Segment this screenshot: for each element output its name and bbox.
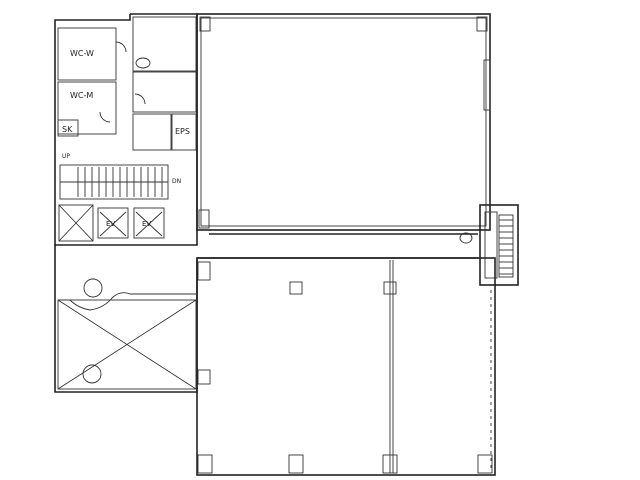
room-wc-m (57, 81, 117, 135)
shaft-1 (58, 204, 94, 242)
upper-office (196, 13, 491, 231)
label-up: UP (62, 153, 70, 160)
room-sk (57, 119, 79, 137)
label-dn: DN (172, 178, 181, 185)
right-stair (479, 204, 519, 286)
room-eps (171, 113, 197, 151)
elevator-1: EV (97, 207, 129, 239)
elevator-2: EV (133, 207, 165, 239)
label-ev-1: EV (106, 220, 115, 228)
label-eps: EPS (175, 127, 190, 136)
label-wc-w: WC-W (70, 49, 94, 58)
service-core: WC-W WC-M SK EPS UP DN EV EV (54, 13, 198, 393)
label-ev-2: EV (142, 220, 151, 228)
corridor (197, 232, 478, 259)
label-sk: SK (62, 125, 73, 134)
label-wc-m: WC-M (70, 91, 93, 100)
lower-offices (196, 257, 496, 476)
room-wc-w (57, 27, 117, 81)
